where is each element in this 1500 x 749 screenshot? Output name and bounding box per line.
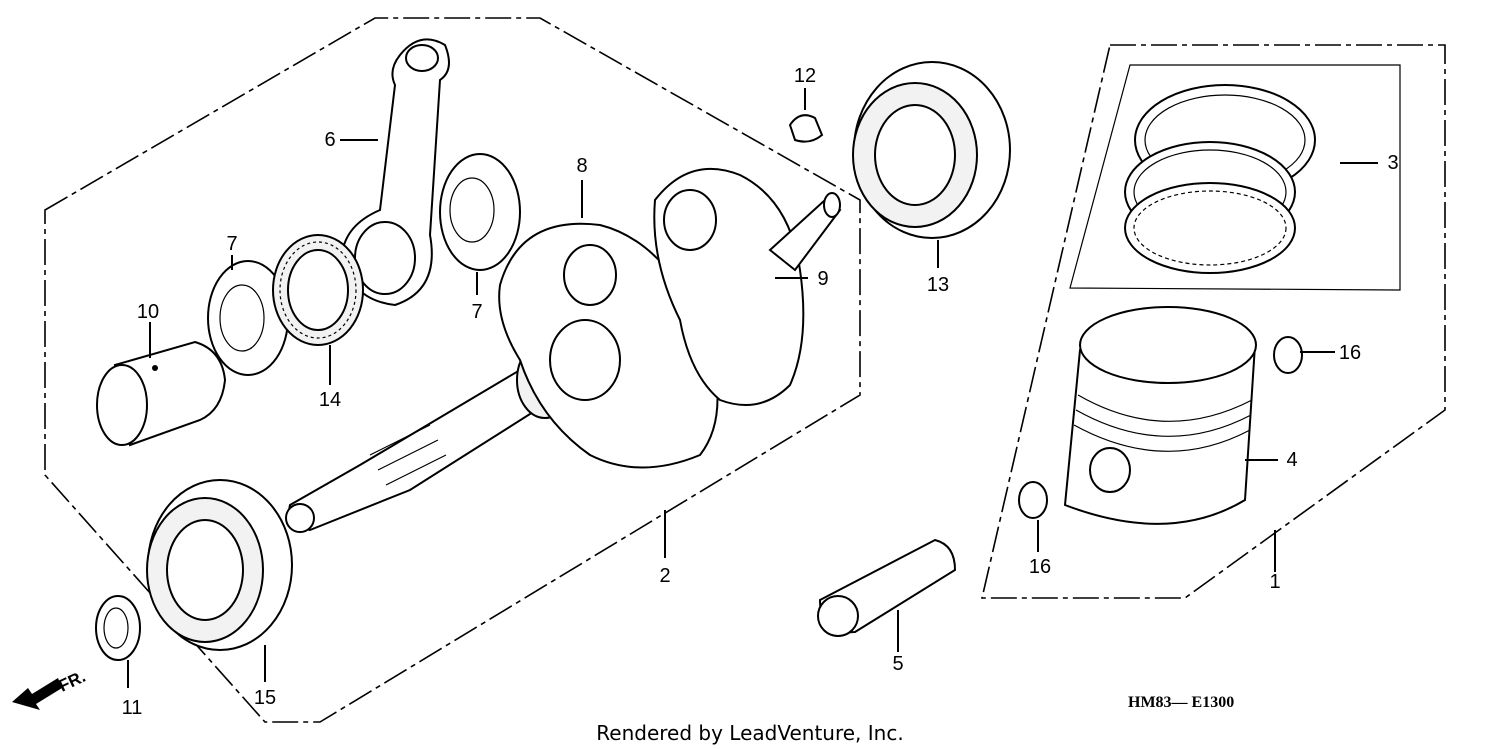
callout-16-right: 16: [1339, 342, 1361, 364]
piston: [1063, 306, 1257, 525]
callout-4: 4: [1286, 449, 1297, 471]
circlip-right: [1273, 336, 1303, 374]
callout-2: 2: [659, 565, 670, 587]
ball-bearing-left: [146, 479, 293, 651]
thrust-washer-left: [207, 260, 289, 376]
crankshaft-group-boundary: [44, 17, 861, 723]
connecting-rod: [340, 38, 450, 307]
washer: [95, 595, 141, 661]
diagram-code: HM83— E1300: [1128, 694, 1234, 711]
callout-13: 13: [927, 274, 949, 296]
ball-bearing-right: [852, 61, 1011, 239]
piston-pin: [817, 538, 957, 637]
piston-group-boundary: [980, 44, 1446, 599]
callout-3: 3: [1387, 152, 1398, 174]
callout-6: 6: [324, 129, 335, 151]
ring-set-boundary: [1069, 64, 1401, 291]
callout-15: 15: [254, 687, 276, 709]
thrust-washer-right: [439, 153, 521, 271]
front-label: FR.: [56, 667, 89, 696]
callout-11: 11: [122, 697, 143, 719]
piston-ring-set: [1124, 84, 1316, 274]
woodruff-key: [788, 114, 824, 143]
crank-pin: [96, 340, 227, 447]
circlip-left: [1018, 481, 1048, 519]
callout-16-left: 16: [1029, 556, 1051, 578]
callout-1: 1: [1269, 571, 1280, 593]
needle-bearing: [272, 234, 364, 346]
callout-9: 9: [817, 268, 828, 290]
render-credit: Rendered by LeadVenture, Inc.: [596, 721, 903, 745]
crankshaft: [285, 167, 842, 533]
callout-5: 5: [892, 653, 903, 675]
callout-10: 10: [137, 301, 159, 323]
front-direction-marker: FR.: [12, 667, 89, 710]
callout-8: 8: [576, 155, 587, 177]
callout-7-left: 7: [226, 233, 237, 255]
callout-7-right: 7: [471, 301, 482, 323]
callout-labels: 1 2 3 4 5 6 7 7 8 9 10 11 12 13 14 15 16…: [122, 65, 1399, 719]
leader-lines: [127, 88, 1378, 688]
callout-14: 14: [319, 389, 341, 411]
front-arrow-icon: [12, 678, 62, 710]
callout-12: 12: [794, 65, 816, 87]
